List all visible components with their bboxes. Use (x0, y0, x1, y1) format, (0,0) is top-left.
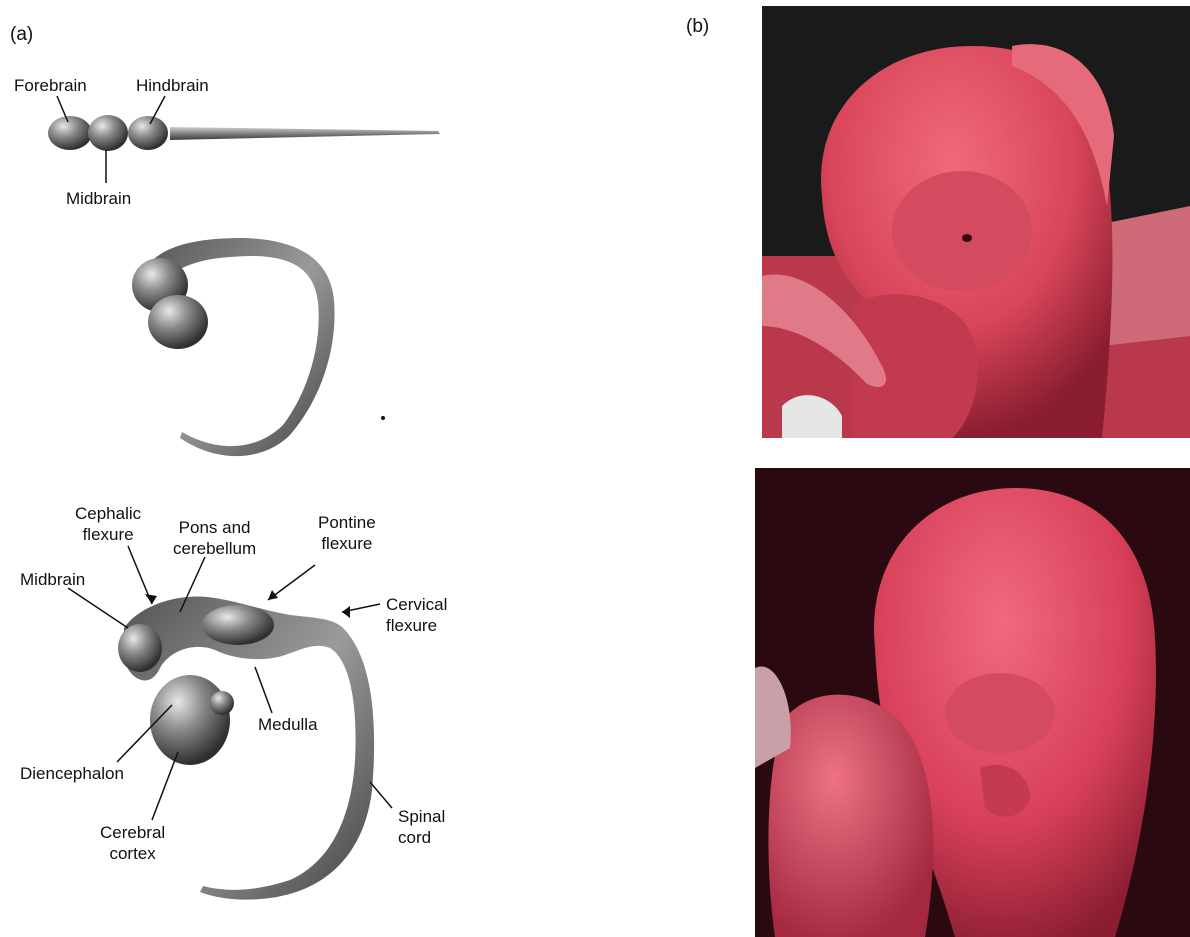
label-midbrain-stage3: Midbrain (20, 569, 85, 590)
label-forebrain: Forebrain (14, 75, 87, 96)
label-midbrain-stage1: Midbrain (66, 188, 131, 209)
label-diencephalon: Diencephalon (20, 763, 124, 784)
embryo-photo-bottom (755, 468, 1190, 937)
label-medulla: Medulla (258, 714, 318, 735)
embryo-photo-top (762, 6, 1190, 438)
stage2-neural-tube (132, 238, 385, 456)
stage1-neural-tube (48, 115, 440, 151)
label-hindbrain: Hindbrain (136, 75, 209, 96)
neural-tube-diagram (0, 0, 760, 937)
